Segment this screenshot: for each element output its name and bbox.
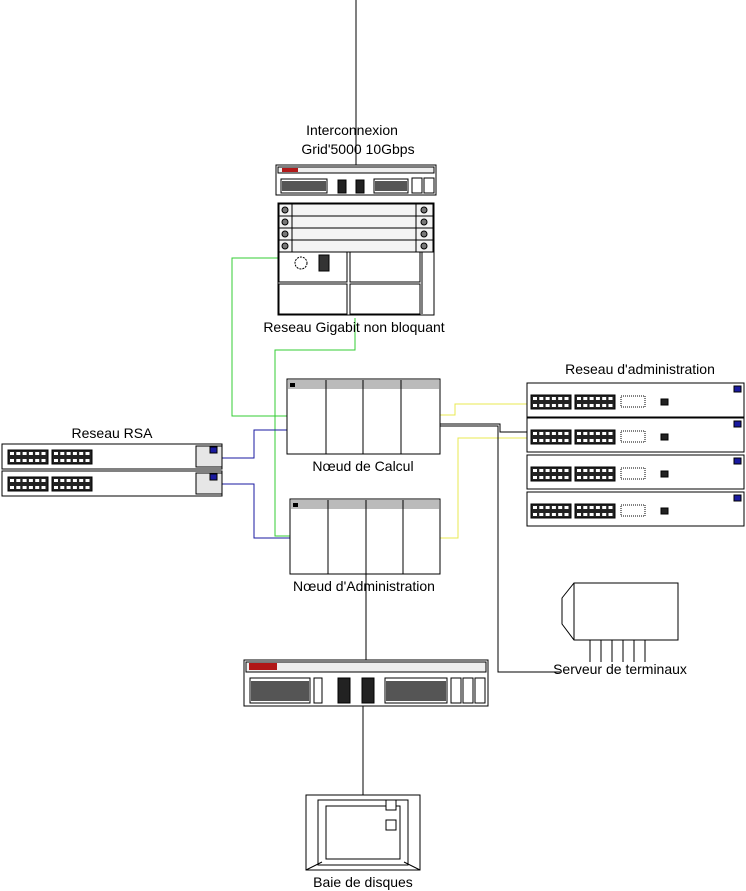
admin-node-label: Nœud d'Administration — [293, 578, 435, 594]
admin-switch-stack — [526, 382, 745, 527]
terminal-label: Serveur de terminaux — [553, 661, 687, 677]
connections — [222, 0, 560, 795]
terminal-server[interactable] — [561, 582, 679, 662]
admin-switch-2[interactable] — [526, 417, 745, 453]
admin-node[interactable] — [289, 498, 441, 575]
compute-node[interactable] — [286, 378, 441, 455]
gigabit-switch-chassis[interactable] — [277, 202, 435, 316]
gigabit-label: Reseau Gigabit non bloquant — [263, 319, 444, 335]
admin-switch-4[interactable] — [526, 491, 745, 527]
rsa-switch-stack — [1, 443, 223, 497]
admin-switch-1[interactable] — [526, 382, 745, 418]
rsa-label: Reseau RSA — [72, 425, 154, 441]
admin-link-admin — [440, 437, 528, 539]
interconnect-label-1: Interconnexion — [306, 122, 398, 138]
rsa-switch-1[interactable] — [1, 443, 223, 470]
admin-link-compute — [440, 403, 528, 416]
gigabit-link-compute — [231, 257, 287, 417]
interconnect-router[interactable] — [275, 164, 437, 196]
compute-label: Nœud de Calcul — [312, 458, 413, 474]
disk-label: Baie de disques — [313, 874, 413, 890]
gigabit-link-admin — [274, 318, 356, 537]
console-link-compute — [432, 423, 528, 433]
interconnect-label-2: Grid'5000 10Gbps — [301, 141, 414, 157]
rsa-switch-2[interactable] — [1, 470, 223, 497]
disk-array[interactable] — [305, 794, 421, 871]
storage-controller[interactable] — [243, 659, 489, 707]
admin-switch-3[interactable] — [526, 454, 745, 490]
rsa-link-admin — [222, 483, 290, 539]
console-link-terminal — [432, 425, 560, 673]
rsa-link-compute — [222, 429, 287, 459]
admin-network-label: Reseau d'administration — [565, 361, 715, 377]
